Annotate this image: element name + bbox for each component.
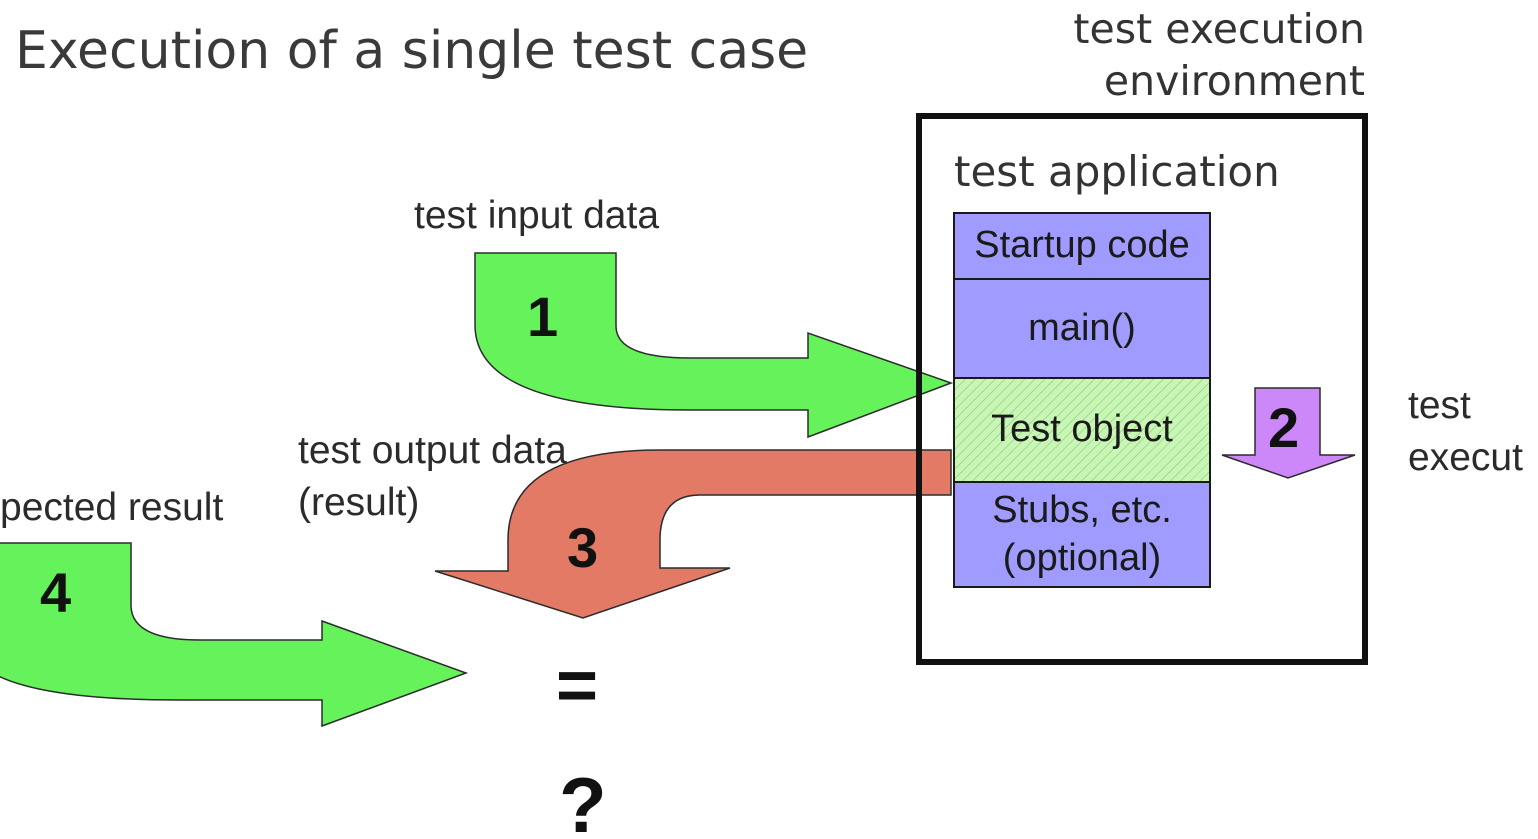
test-application-label: test application [954, 147, 1280, 196]
test-object-box: Test object [953, 377, 1211, 483]
execution-label: test execut [1408, 380, 1523, 484]
execution-arrow [1221, 387, 1356, 479]
startup-code-label: Startup code [974, 224, 1190, 267]
output-step-number: 3 [567, 516, 599, 579]
main-label: main() [1028, 306, 1136, 349]
equals-sign: = [556, 646, 599, 726]
output-data-label: test output data (result) [298, 425, 567, 529]
question-mark: ? [559, 761, 607, 839]
output-data-label-line2: (result) [298, 480, 420, 524]
input-arrow [474, 252, 954, 439]
expected-result-label: pected result [0, 486, 224, 529]
execution-environment-box [916, 113, 1368, 665]
expected-step-number: 4 [40, 561, 72, 624]
diagram-title: Execution of a single test case [15, 21, 809, 81]
main-box: main() [953, 278, 1211, 379]
execution-step-number: 2 [1268, 396, 1300, 459]
expected-arrow [0, 542, 469, 728]
environment-label: test execution environment [1073, 4, 1365, 107]
stubs-box: Stubs, etc. (optional) [953, 481, 1211, 588]
startup-code-box: Startup code [953, 212, 1211, 280]
input-step-number: 1 [527, 285, 559, 348]
environment-label-line1: test execution [1073, 5, 1365, 53]
stubs-label-line1: Stubs, etc. [992, 489, 1172, 531]
input-data-label: test input data [414, 194, 660, 237]
execution-label-line2: execut [1408, 435, 1523, 479]
test-object-label: Test object [991, 408, 1173, 451]
environment-label-line2: environment [1103, 56, 1365, 105]
execution-label-line1: test [1408, 384, 1471, 427]
output-data-label-line1: test output data [298, 429, 567, 472]
stubs-label-line2: (optional) [1002, 536, 1162, 579]
output-arrow [434, 449, 952, 619]
